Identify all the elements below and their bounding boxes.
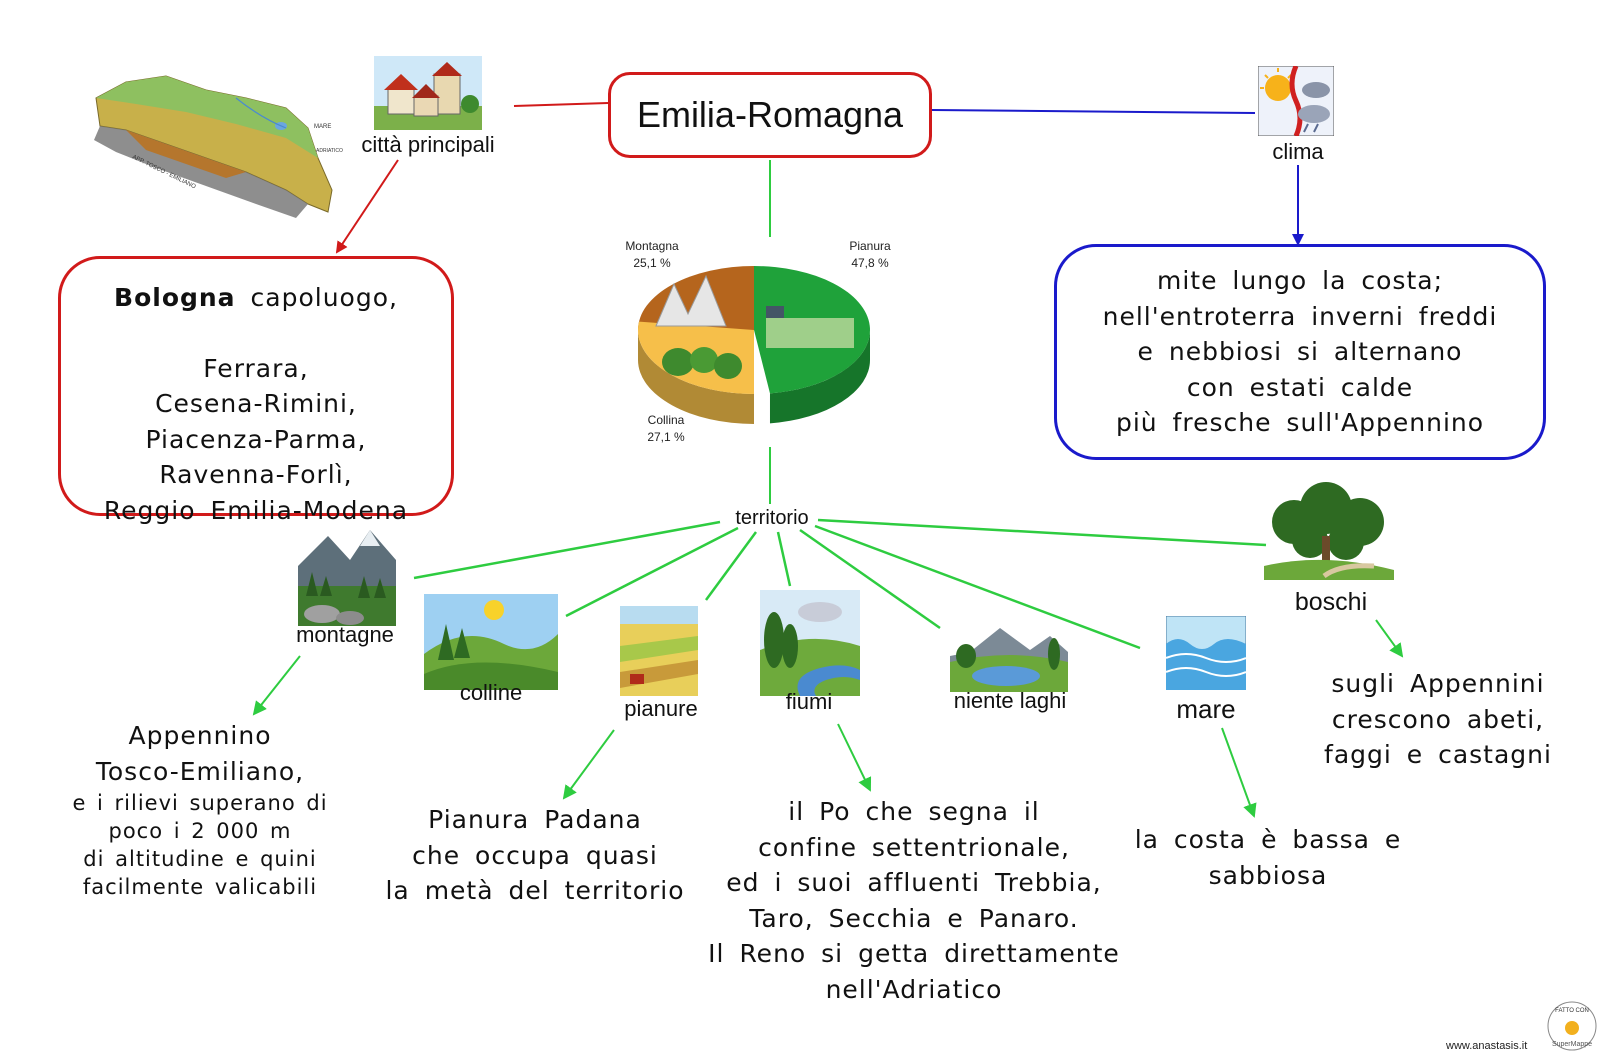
supermappe-badge: FATTO CON SuperMappe — [1547, 1001, 1597, 1051]
sea-label: mare — [1176, 694, 1236, 724]
capital-suffix: capoluogo, — [250, 282, 398, 312]
cities-list: Ferrara, Cesena-Rimini, Piacenza-Parma, … — [103, 353, 409, 525]
pie-pianura-farmhouse — [766, 306, 784, 318]
sea-icon — [1166, 616, 1246, 690]
mountains-label: montagne — [296, 622, 394, 647]
pie-label-montagna: Montagna 25,1 % — [612, 238, 692, 272]
pie-label-montagna-value: 25,1 % — [633, 256, 671, 270]
cities-label: città principali — [361, 132, 495, 157]
mountains-desc-small: e i rilievi superano di poco i 2 000 m d… — [72, 791, 328, 899]
map-label-sea2: ADRIATICO — [316, 148, 343, 154]
pie-pianura-field — [766, 318, 854, 348]
pie-label-montagna-name: Montagna — [625, 239, 679, 253]
mountains-desc-large: Appennino Tosco-Emiliano, — [95, 721, 305, 786]
woods-label: boschi — [1294, 588, 1368, 616]
hills-label: colline — [459, 680, 523, 705]
town-icon — [374, 56, 482, 130]
pie-collina-hill-2 — [690, 347, 718, 373]
territory-pie-chart — [638, 266, 870, 424]
rivers-label: fiumi — [785, 689, 833, 714]
badge-bottom-text: SuperMappe — [1552, 1041, 1592, 1048]
plains-label: pianure — [624, 696, 698, 721]
sea-desc: la costa è bassa e sabbiosa — [1134, 825, 1402, 890]
rivers-desc: il Po che segna il confine settentrional… — [708, 797, 1120, 1004]
pie-label-pianura: Pianura 47,8 % — [830, 238, 910, 272]
lake-label: niente laghi — [953, 688, 1067, 713]
footer-site: www.anastasis.it — [1446, 1040, 1528, 1052]
pie-label-collina-name: Collina — [647, 413, 685, 427]
capital-name: Bologna — [114, 282, 236, 312]
climate-text: mite lungo la costa; nell'entroterra inv… — [1102, 266, 1498, 438]
mountains-icon — [298, 530, 396, 626]
hills-icon — [424, 594, 558, 690]
map-label-sea: MARE — [314, 124, 331, 130]
pie-label-collina-value: 27,1 % — [647, 430, 685, 444]
region-map-icon: MARE ADRIATICO APP. TOSCO - EMILIANO — [94, 75, 343, 218]
pie-side-pianura — [769, 330, 870, 424]
title-text: Emilia-Romagna — [636, 94, 904, 135]
title-box: Emilia-Romagna — [608, 72, 932, 158]
pie-montagna-peaks — [655, 274, 727, 327]
plains-icon — [620, 606, 698, 696]
cities-box: Bologna capoluogo, Ferrara, Cesena-Rimin… — [58, 256, 454, 525]
pie-label-pianura-name: Pianura — [849, 239, 891, 253]
pie-label-pianura-value: 47,8 % — [851, 256, 889, 270]
pie-side-collina — [638, 330, 754, 424]
badge-top-text: FATTO CON — [1555, 1008, 1589, 1014]
pie-collina-hill-1 — [662, 348, 694, 376]
plains-desc: Pianura Padana che occupa quasi la metà … — [385, 805, 685, 905]
climate-label: clima — [1272, 139, 1324, 164]
woods-icon — [1264, 482, 1394, 580]
territory-label: territorio — [735, 507, 809, 529]
lake-icon — [950, 628, 1068, 692]
rivers-icon — [760, 590, 860, 696]
climate-icon — [1258, 66, 1334, 136]
woods-desc: sugli Appennini crescono abeti, faggi e … — [1324, 669, 1552, 769]
pie-collina-hill-3 — [714, 353, 742, 379]
cities-text: Bologna capoluogo, Ferrara, Cesena-Rimin… — [104, 244, 408, 528]
climate-box: mite lungo la costa; nell'entroterra inv… — [1054, 244, 1546, 460]
pie-label-collina: Collina 27,1 % — [626, 412, 706, 446]
